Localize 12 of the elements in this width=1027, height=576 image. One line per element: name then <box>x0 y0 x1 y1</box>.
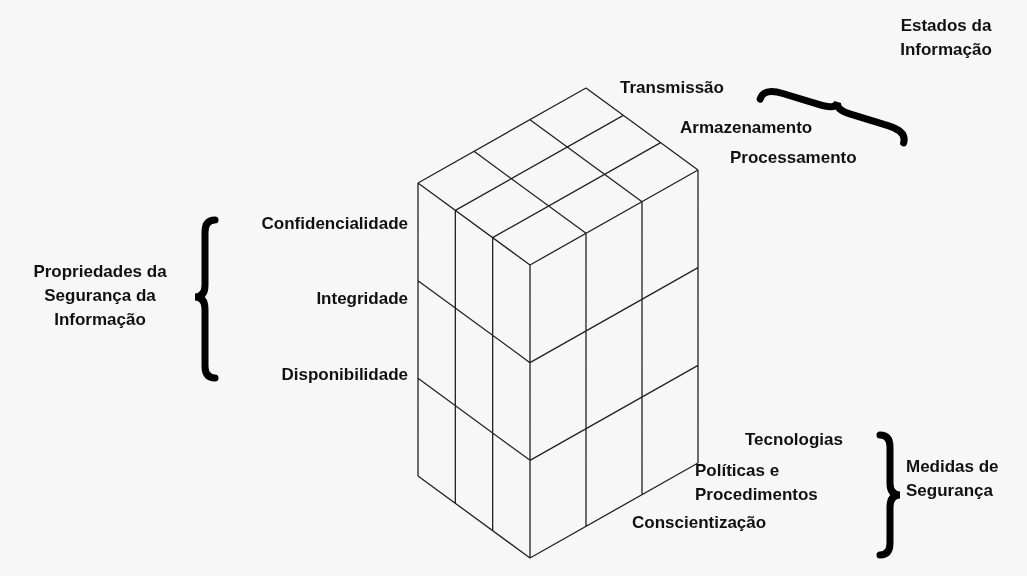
axis-label: Medidas de Segurança <box>906 456 1000 502</box>
axis-label: Transmissão <box>620 77 724 99</box>
axis-label: Tecnologias <box>745 429 843 451</box>
axis-label: Propriedades da Segurança da Informação <box>32 261 168 331</box>
axis-label: Confidencialidade <box>261 213 408 235</box>
axis-label: Conscientização <box>632 512 767 534</box>
axis-label: Integridade <box>316 288 408 310</box>
axis-label: Políticas e Procedimentos <box>695 460 819 506</box>
axis-label: Estados da Informação <box>899 15 993 61</box>
axis-label: Processamento <box>730 147 857 169</box>
axis-label: Disponibilidade <box>281 364 408 386</box>
axis-label: Armazenamento <box>680 117 813 139</box>
